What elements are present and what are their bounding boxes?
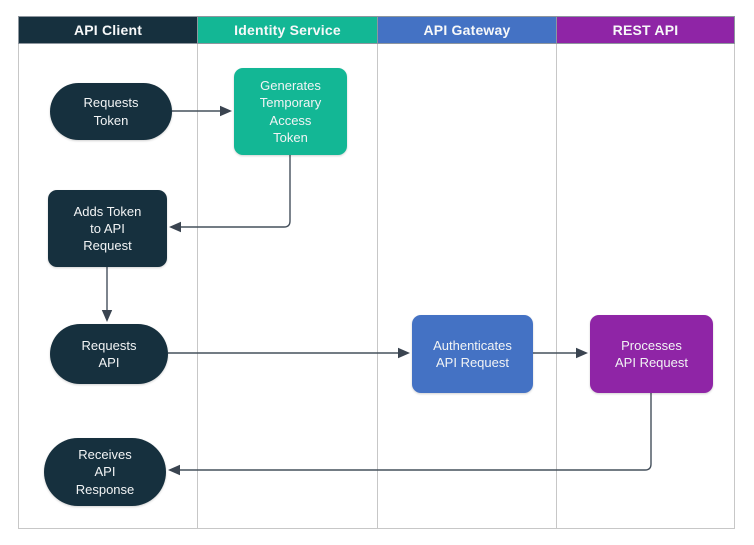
node-generates-token: Generates Temporary Access Token: [234, 68, 347, 155]
lane-divider-1: [197, 44, 198, 528]
node-authenticates: Authenticates API Request: [412, 315, 533, 393]
lane-header-identity-service: Identity Service: [197, 16, 378, 44]
node-requests-api-label: Requests API: [81, 337, 137, 370]
lane-divider-2: [377, 44, 378, 528]
node-generates-token-label: Generates Temporary Access Token: [259, 78, 322, 145]
node-requests-token: Requests Token: [50, 83, 172, 140]
lane-header-label: API Gateway: [423, 22, 511, 38]
lane-header-api-client: API Client: [18, 16, 198, 44]
lane-header-api-gateway: API Gateway: [377, 16, 557, 44]
lane-header-label: Identity Service: [234, 22, 341, 38]
node-requests-token-label: Requests Token: [83, 95, 139, 128]
node-adds-token-label: Adds Token to API Request: [73, 203, 142, 254]
lane-header-label: API Client: [73, 22, 143, 38]
node-adds-token: Adds Token to API Request: [48, 190, 167, 267]
lane-divider-3: [556, 44, 557, 528]
lane-header-rest-api: REST API: [556, 16, 735, 44]
node-authenticates-label: Authenticates API Request: [433, 337, 512, 370]
node-receives-label: Receives API Response: [75, 447, 135, 497]
node-receives: Receives API Response: [44, 438, 166, 506]
node-requests-api: Requests API: [50, 324, 168, 384]
node-processes: Processes API Request: [590, 315, 713, 393]
node-processes-label: Processes API Request: [615, 337, 688, 370]
lane-header-label: REST API: [612, 22, 679, 38]
